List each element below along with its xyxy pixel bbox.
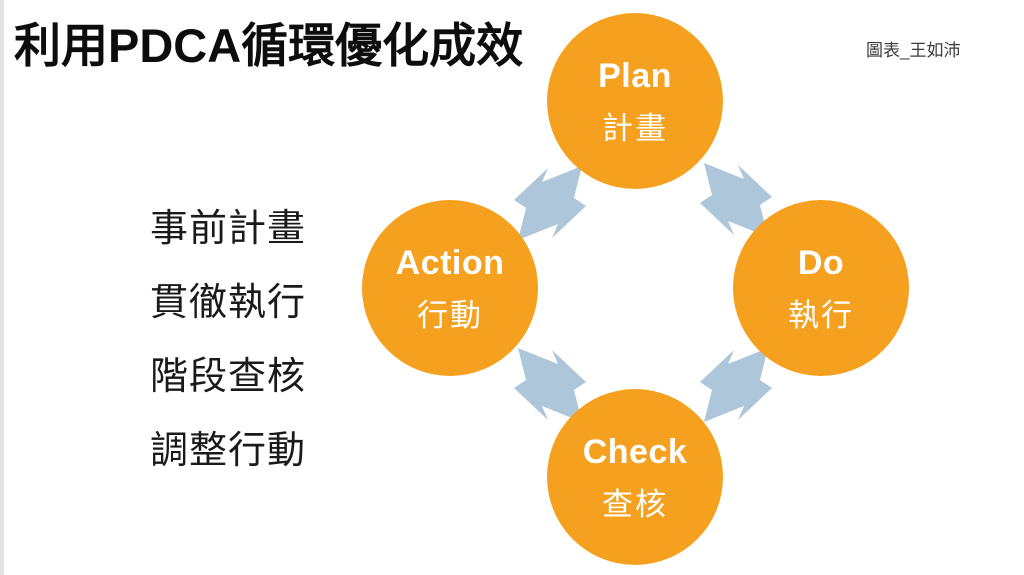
cycle-node-check-label-zh: 查核 [602, 486, 668, 522]
cycle-node-action-label-zh: 行動 [417, 297, 483, 333]
cycle-node-do-label-en: Do [797, 243, 845, 282]
slide-left-edge-strip [0, 0, 4, 575]
arrow-check-to-action-icon [514, 348, 586, 422]
page-title: 利用PDCA循環優化成效 [14, 19, 524, 72]
arrow-do-to-check-icon [700, 348, 772, 422]
cycle-node-do-label-zh: 執行 [788, 297, 854, 333]
list-item: 調整行動 [149, 430, 306, 472]
list-item: 階段查核 [149, 356, 306, 398]
list-item: 事前計畫 [149, 208, 306, 250]
cycle-node-action[interactable]: Action 行動 [362, 200, 538, 376]
arrow-plan-to-do-icon [700, 163, 772, 237]
cycle-node-plan-label-zh: 計畫 [602, 110, 668, 146]
cycle-node-plan-label-en: Plan [598, 56, 672, 95]
cycle-node-check[interactable]: Check 查核 [547, 389, 723, 565]
cycle-node-do[interactable]: Do 執行 [733, 200, 909, 376]
cycle-node-action-label-en: Action [395, 243, 505, 282]
arrow-action-to-plan-icon [514, 166, 586, 240]
cycle-node-plan[interactable]: Plan 計畫 [547, 13, 723, 189]
list-item: 貫徹執行 [149, 282, 306, 324]
attribution-label: 圖表_王如沛 [866, 41, 961, 60]
key-points-list: 事前計畫 貫徹執行 階段查核 調整行動 [108, 192, 348, 488]
cycle-node-check-label-en: Check [582, 432, 688, 471]
